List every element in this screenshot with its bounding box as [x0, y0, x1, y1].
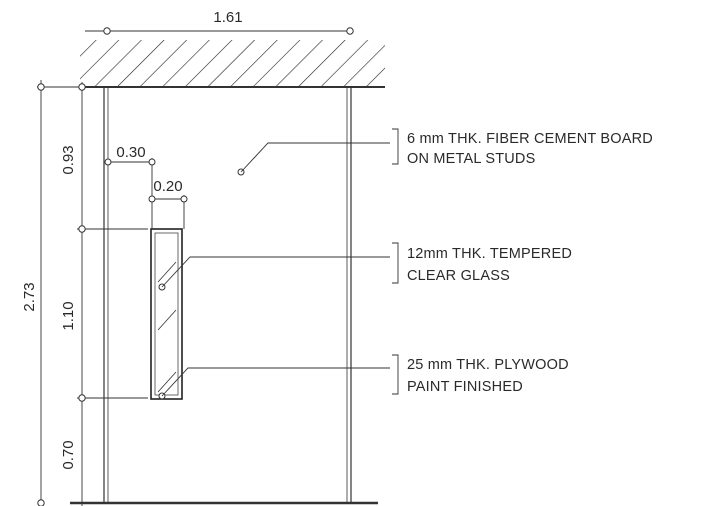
callout-plywood-line1: 25 mm THK. PLYWOOD: [407, 357, 569, 373]
ceiling-slab: [80, 40, 385, 88]
dim-label-0-20: 0.20: [153, 178, 182, 195]
partition-wall: [103, 87, 352, 503]
dim-label-0-70: 0.70: [60, 440, 77, 469]
callout-plywood: 25 mm THK. PLYWOOD PAINT FINISHED: [158, 354, 569, 400]
dim-label-0-30: 0.30: [116, 144, 145, 161]
dimension-height-chain: 0.93 1.10 0.70: [60, 82, 148, 506]
callout-fiber-cement-line2: ON METAL STUDS: [407, 151, 535, 167]
dimension-offset: 0.30: [104, 144, 156, 229]
callout-glass: 12mm THK. TEMPERED CLEAR GLASS: [158, 242, 572, 291]
dimension-overall-width: 1.61: [85, 9, 354, 35]
dimension-glass-width: 0.20: [148, 178, 188, 229]
dim-label-1-10: 1.10: [60, 301, 77, 330]
dim-label-0-93: 0.93: [60, 145, 77, 174]
callout-glass-line2: CLEAR GLASS: [407, 268, 510, 284]
callout-plywood-line2: PAINT FINISHED: [407, 379, 523, 395]
callout-fiber-cement: 6 mm THK. FIBER CEMENT BOARD ON METAL ST…: [237, 128, 653, 176]
dimension-total-height: 2.73: [21, 80, 100, 506]
callout-glass-line1: 12mm THK. TEMPERED: [407, 246, 572, 262]
dim-label-1-61: 1.61: [213, 9, 242, 26]
callout-fiber-cement-line1: 6 mm THK. FIBER CEMENT BOARD: [407, 131, 653, 147]
glass-panel: [150, 228, 183, 400]
dim-label-2-73: 2.73: [21, 282, 38, 311]
